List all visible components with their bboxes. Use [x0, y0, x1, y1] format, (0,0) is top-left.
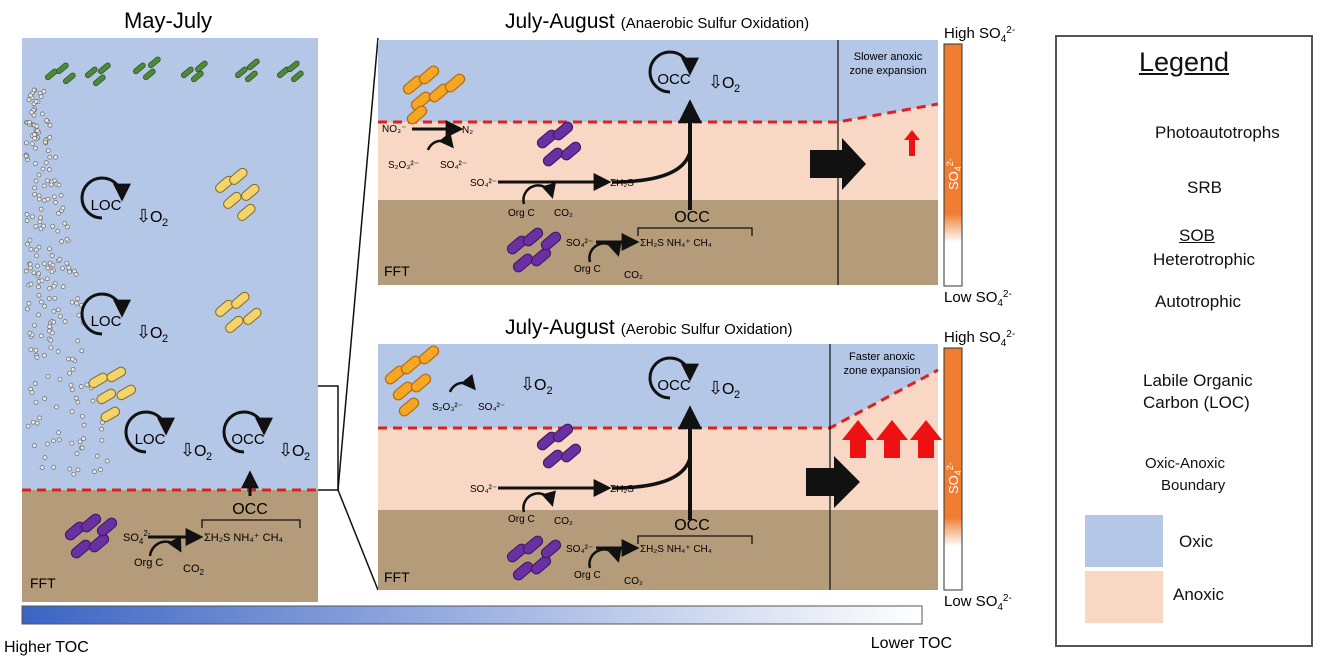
- up-red-arrows: [842, 420, 942, 458]
- o2-label: O: [292, 443, 304, 460]
- org-c-label: Org C: [508, 208, 535, 219]
- legend-srb: SRB: [1187, 177, 1222, 198]
- zoom-line-top: [338, 38, 378, 490]
- zoom-bracket: [318, 386, 338, 490]
- o2-label: O: [150, 325, 162, 342]
- sediment-occ-label: OCC: [232, 501, 268, 518]
- sh2s-label: ΣH₂S: [610, 178, 634, 189]
- legend-panel: Legend Photoautotrophs SRB SOB Heterotro…: [1055, 35, 1313, 647]
- aerobic-title: July-August(Aerobic Sulfur Oxidation): [505, 316, 792, 339]
- toc-gradient: Higher TOC Lower TOC: [4, 606, 952, 656]
- sediment-products: ΣH₂S NH₄⁺ CH₄: [204, 532, 284, 544]
- anaerobic-title: July-August(Anaerobic Sulfur Oxidation): [505, 10, 809, 33]
- legend-photoautotrophs: Photoautotrophs: [1155, 122, 1280, 143]
- o2-label: O: [722, 75, 734, 92]
- so4-ox-label: SO₄²⁻: [478, 402, 505, 413]
- o2-label: O: [722, 381, 734, 398]
- sh2s-label: ΣH₂S: [610, 484, 634, 495]
- lower-toc-label: Lower TOC: [871, 635, 952, 652]
- panel-aerobic: July-August(Aerobic Sulfur Oxidation) Fa…: [378, 316, 942, 590]
- legend-boundary-line2: Boundary: [1161, 475, 1225, 496]
- legend-title: Legend: [1057, 47, 1311, 78]
- fft-label: FFT: [384, 263, 410, 279]
- loc-label: LOC: [135, 431, 166, 448]
- sediment-products: ΣH₂S NH₄⁺ CH₄: [640, 238, 712, 249]
- low-so4-label: Low SO42-: [944, 289, 1012, 309]
- o2-subscript: 2: [734, 83, 740, 95]
- sediment-org-c-label: Org C: [574, 264, 601, 275]
- o2-label: O: [150, 209, 162, 226]
- expansion-note-line2: zone expansion: [843, 365, 920, 377]
- o2-subscript: 2: [162, 333, 168, 345]
- low-so4-label: Low SO42-: [944, 593, 1012, 613]
- so4-in-label: SO₄²⁻: [470, 178, 497, 189]
- n2-label: N₂: [462, 125, 473, 136]
- o2-subscript: 2: [206, 451, 212, 463]
- legend-sob: SOB: [1179, 225, 1215, 246]
- so4-ox-label: SO₄²⁻: [440, 160, 467, 171]
- fft-label: FFT: [384, 569, 410, 585]
- o2-subscript: 2: [162, 217, 168, 229]
- legend-anoxic: Anoxic: [1173, 584, 1224, 605]
- o2-down-icon: ⇩: [708, 72, 723, 92]
- so4-in-label: SO₄²⁻: [470, 484, 497, 495]
- sediment-co2-label: CO₂: [624, 270, 643, 281]
- panel-may-july: May-July: [22, 8, 378, 602]
- o2-label: O: [194, 443, 206, 460]
- no3-label: NO₃⁻: [382, 124, 406, 135]
- o2-down-icon: ⇩: [708, 378, 723, 398]
- high-so4-label: High SO42-: [944, 329, 1015, 349]
- sediment-occ-label: OCC: [674, 517, 710, 534]
- sediment-so4-label: SO₄²⁻: [566, 544, 593, 555]
- sediment-products: ΣH₂S NH₄⁺ CH₄: [640, 544, 712, 555]
- s2o3-label: S₂O₃²⁻: [388, 160, 419, 171]
- anoxic-swatch: [1085, 571, 1163, 623]
- o2-down-icon: ⇩: [278, 440, 293, 460]
- expansion-note-line1: Slower anoxic: [854, 51, 923, 63]
- s2o3-label: S₂O₃²⁻: [432, 402, 463, 413]
- oxic-swatch: [1085, 515, 1163, 567]
- co2-label: CO₂: [554, 516, 573, 527]
- may-july-title: May-July: [124, 8, 212, 33]
- org-c-label: Org C: [508, 514, 535, 525]
- o2-subscript: 2: [734, 389, 740, 401]
- panel-anaerobic: July-August(Anaerobic Sulfur Oxidation) …: [378, 10, 938, 285]
- o2-down-icon: ⇩: [136, 206, 151, 226]
- sediment-org-c-label: Org C: [574, 570, 601, 581]
- zoom-line-bottom: [338, 490, 378, 590]
- sediment-co2-label: CO₂: [624, 576, 643, 587]
- legend-oxic: Oxic: [1179, 531, 1213, 552]
- occ-label: OCC: [657, 71, 691, 88]
- legend-heterotrophic: Heterotrophic: [1153, 249, 1255, 270]
- high-so4-label: High SO42-: [944, 25, 1015, 45]
- legend-autotrophic: Autotrophic: [1155, 291, 1241, 312]
- legend-loc-line2: Carbon (LOC): [1143, 392, 1250, 413]
- o2-subscript: 2: [304, 451, 310, 463]
- legend-loc-line1: Labile Organic: [1143, 370, 1253, 391]
- occ-label: OCC: [657, 377, 691, 394]
- toc-gradient-bar: [22, 606, 922, 624]
- sulfate-bar-top: High SO42- SO42- Low SO42-: [944, 25, 1015, 309]
- higher-toc-label: Higher TOC: [4, 639, 89, 656]
- org-c-label: Org C: [134, 557, 163, 569]
- occ-label: OCC: [231, 431, 265, 448]
- legend-boundary-line1: Oxic-Anoxic: [1145, 453, 1225, 474]
- o2-down-icon: ⇩: [180, 440, 195, 460]
- o2-down-icon: ⇩: [136, 322, 151, 342]
- expansion-note-line1: Faster anoxic: [849, 351, 916, 363]
- fft-label: FFT: [30, 575, 56, 591]
- sulfate-bar-bottom: High SO42- SO42- Low SO42-: [944, 329, 1015, 613]
- o2-down-icon: ⇩: [520, 374, 535, 394]
- sediment-occ-label: OCC: [674, 209, 710, 226]
- sediment-so4-label: SO₄²⁻: [566, 238, 593, 249]
- expansion-note-line2: zone expansion: [849, 65, 926, 77]
- sediment-fft: [22, 490, 318, 602]
- loc-label: LOC: [91, 313, 122, 330]
- loc-label: LOC: [91, 197, 122, 214]
- co2-label: CO₂: [554, 208, 573, 219]
